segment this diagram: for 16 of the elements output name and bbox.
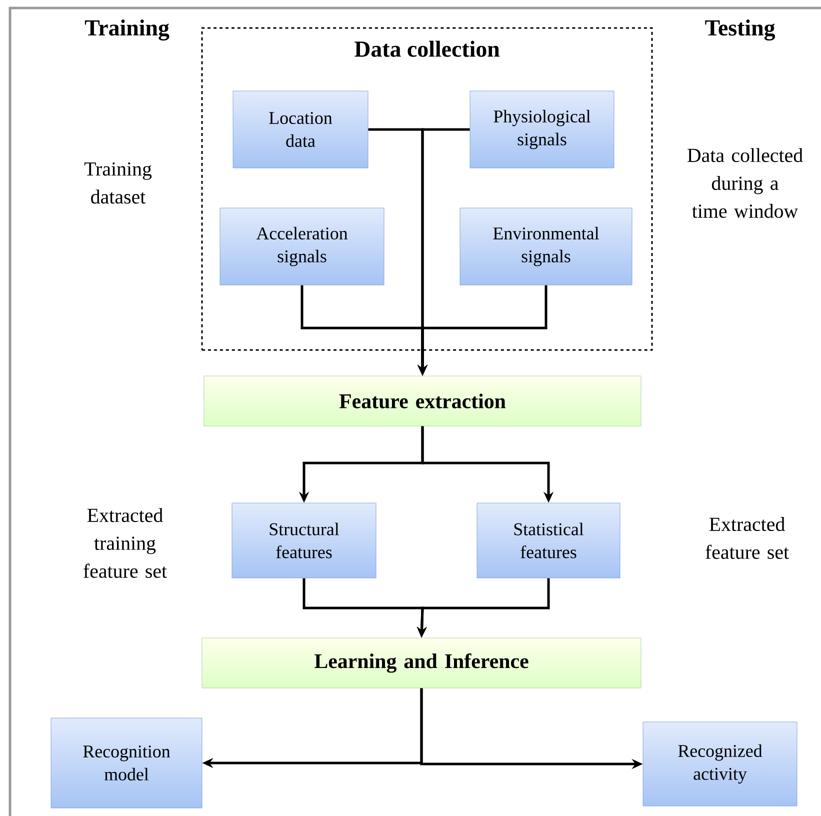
process-box: Environmental signals	[460, 208, 632, 286]
process-bar: Learning and Inference	[202, 638, 642, 688]
process-box: Physiological signals	[470, 90, 614, 168]
side-note: Data collected during a time window	[688, 148, 803, 218]
process-box: Recognized activity	[642, 722, 798, 806]
side-note: Training dataset	[84, 162, 152, 204]
side-heading: Testing	[705, 20, 776, 40]
side-note: Extracted training feature set	[84, 508, 167, 578]
process-box: Location data	[232, 90, 368, 168]
side-note: Extracted feature set	[706, 517, 789, 559]
side-heading: Training	[84, 20, 170, 40]
process-box: Acceleration signals	[220, 208, 384, 286]
process-bar: Feature extraction	[204, 376, 642, 426]
process-box: Recognition model	[50, 718, 202, 808]
process-box: Statistical features	[476, 502, 620, 578]
process-box: Structural features	[232, 502, 376, 578]
